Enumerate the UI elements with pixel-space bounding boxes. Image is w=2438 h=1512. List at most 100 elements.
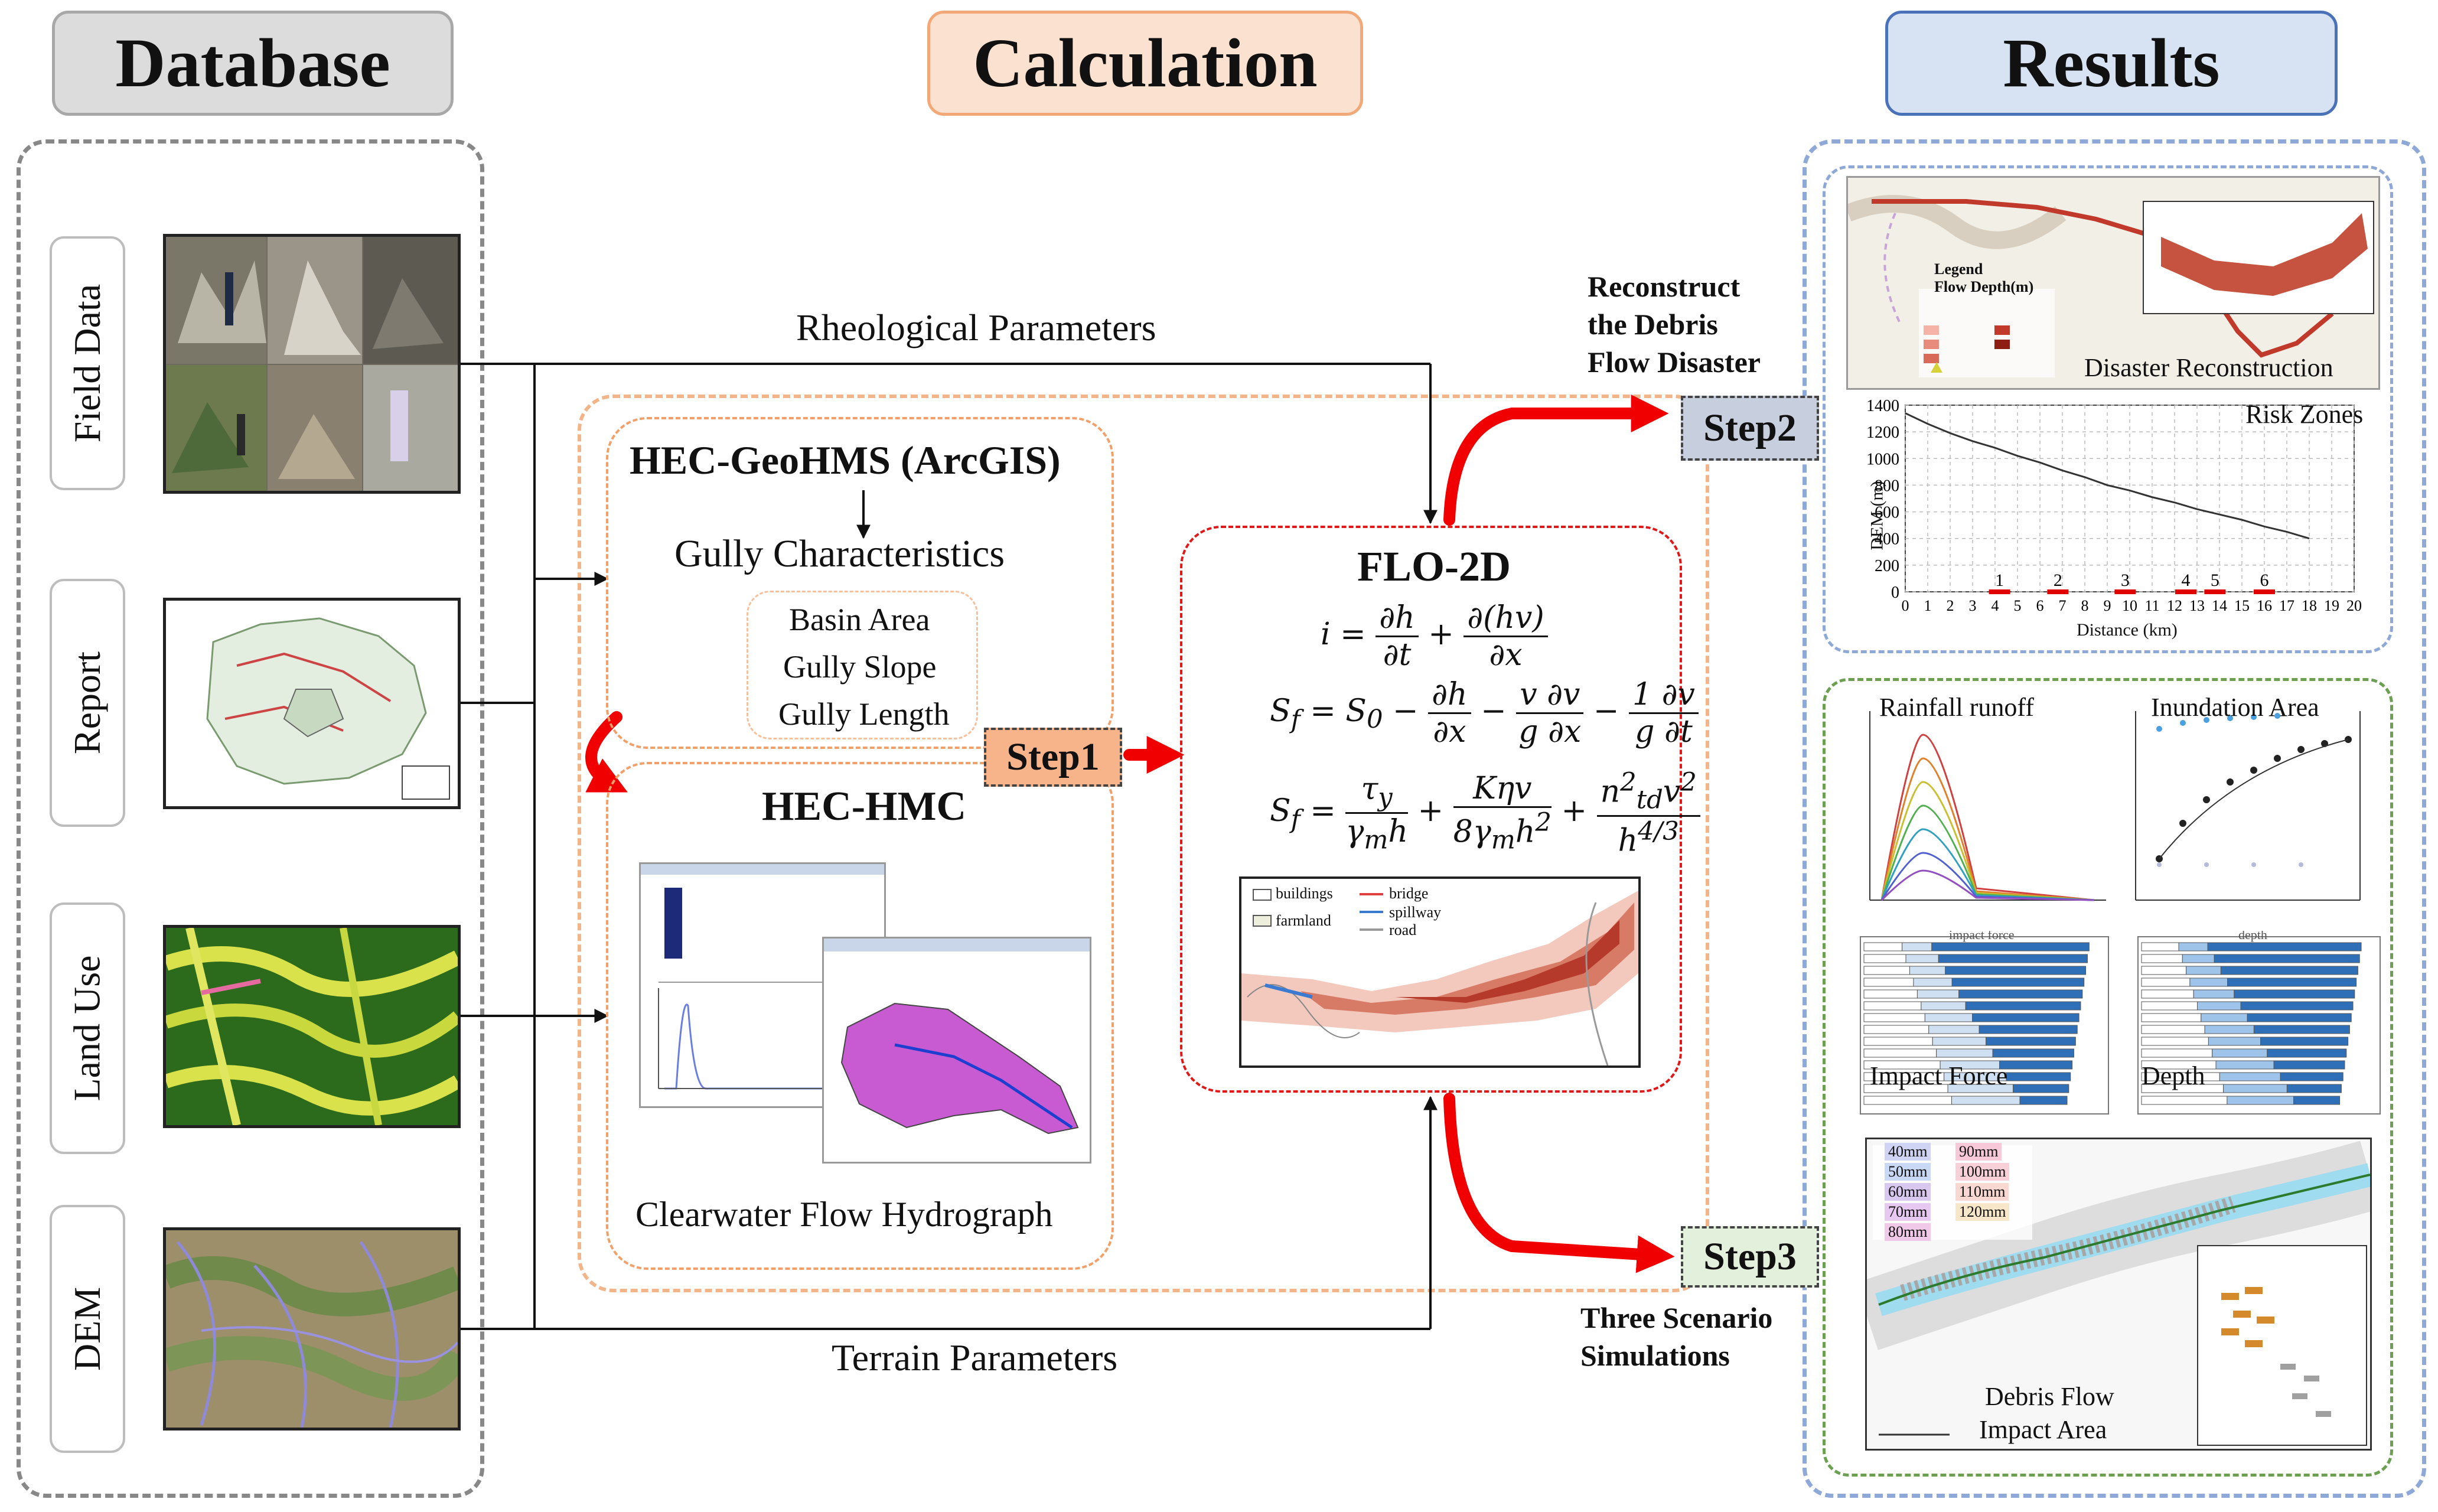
y-tick-label: 1400	[1866, 397, 1899, 415]
stacked-bar-segment	[2219, 1072, 2281, 1081]
stacked-bar-segment	[1863, 1025, 1929, 1034]
risk-zone-number: 2	[2054, 571, 2062, 590]
risk-zones-label: Risk Zones	[2245, 400, 2364, 429]
stacked-bar-segment	[2293, 1096, 2341, 1105]
x-tick-label: 12	[2167, 597, 2182, 614]
stacked-bar-segment	[1945, 966, 2087, 975]
geohms-title: HEC-GeoHMS (ArcGIS)	[630, 438, 1061, 483]
gully-length-label: Gully Length	[778, 696, 950, 732]
x-tick-label: 9	[2104, 597, 2111, 614]
field-data-photos	[163, 234, 461, 494]
stacked-bar-segment	[2141, 989, 2194, 999]
stacked-bar-segment	[2193, 989, 2235, 999]
stacked-bar-segment	[2141, 1013, 2202, 1022]
y-tick-label: 800	[1875, 477, 1899, 495]
stacked-bar-segment	[2260, 1037, 2349, 1046]
rain-legend-110: 110mm	[1955, 1183, 2009, 1201]
y-tick-label: 1000	[1866, 450, 1899, 468]
dem-map	[163, 1227, 461, 1430]
stacked-bar-segment	[2201, 1013, 2248, 1022]
x-tick-label: 5	[2014, 597, 2022, 614]
stacked-bar-segment	[2178, 942, 2208, 951]
disaster-reconstruction-label: Disaster Reconstruction	[2084, 353, 2333, 382]
stacked-bar-segment	[2215, 1060, 2274, 1070]
clearwater-flow-caption: Clearwater Flow Hydrograph	[635, 1195, 1053, 1234]
stacked-bar-segment	[1863, 954, 1906, 963]
risk-zone-number: 1	[1995, 571, 2004, 590]
calculation-header: Calculation	[927, 11, 1363, 116]
step2-tag: Step2	[1681, 396, 1819, 461]
depth-small-title: depth	[2238, 931, 2267, 942]
legend-spillway: spillway	[1389, 904, 1442, 921]
rainfall-runoff-label: Rainfall runoff	[1879, 693, 2034, 722]
x-tick-label: 20	[2346, 597, 2362, 614]
dem-xlabel: Distance (km)	[2077, 620, 2178, 640]
step2-note-line1: Reconstruct	[1588, 270, 1741, 303]
rheological-parameters-label: Rheological Parameters	[796, 307, 1156, 348]
stacked-bar-segment	[1938, 954, 2088, 963]
inundation-area-graphic	[2135, 711, 2361, 901]
stacked-bar-segment	[2273, 1060, 2345, 1070]
stacked-bar-segment	[2141, 1025, 2205, 1034]
stacked-bar-segment	[2141, 1001, 2198, 1011]
stacked-bar-segment	[1902, 942, 1932, 951]
disaster-reconstruction-map: Legend Flow Depth(m) Disaster Reconstruc…	[1846, 176, 2380, 390]
depth-chart: depth Depth	[2120, 931, 2384, 1126]
x-tick-label: 3	[1969, 597, 1977, 614]
risk-zone-number: 6	[2260, 571, 2269, 590]
results-step3-group	[1823, 678, 2393, 1477]
debris-impact-label-2: Impact Area	[1979, 1415, 2107, 1444]
stacked-bar-segment	[1958, 989, 2083, 999]
step3-tag: Step3	[1681, 1226, 1819, 1288]
stacked-bar-segment	[1932, 1037, 1987, 1046]
stacked-bar-segment	[1951, 977, 2085, 987]
terrain-parameters-label: Terrain Parameters	[832, 1337, 1118, 1379]
equation-continuity: i = ∂h∂t + ∂(hv)∂x	[1321, 600, 1548, 673]
hmc-window-basin	[822, 937, 1091, 1164]
stacked-bar-segment	[1921, 1001, 1966, 1011]
field-photo-grid	[166, 237, 458, 491]
stacked-bar-segment	[1916, 989, 1960, 999]
rain-legend-80: 80mm	[1885, 1223, 1931, 1241]
step3-note-line1: Three Scenario	[1580, 1301, 1773, 1334]
stacked-bar-segment	[2212, 1048, 2268, 1058]
step3-note-line2: Simulations	[1580, 1339, 1730, 1372]
gully-slope-label: Gully Slope	[783, 649, 937, 685]
hmc-hydrograph-graphic	[641, 864, 884, 1090]
results-frame	[1803, 139, 2426, 1498]
stacked-bar-segment	[1999, 1060, 2073, 1070]
x-tick-label: 2	[1947, 597, 1954, 614]
stacked-bar-segment	[2186, 966, 2221, 975]
stacked-bar-segment	[2197, 1001, 2241, 1011]
stacked-bar-segment	[1863, 966, 1910, 975]
database-frame	[17, 139, 484, 1498]
legend-road: road	[1389, 921, 1417, 939]
x-tick-label: 11	[2144, 597, 2159, 614]
step2-note-line2: the Debris	[1588, 308, 1718, 341]
stacked-bar-segment	[2220, 966, 2358, 975]
stacked-bar-segment	[1863, 989, 1918, 999]
stacked-bar-segment	[2247, 1013, 2352, 1022]
gully-items-box	[747, 591, 978, 739]
impact-force-small-title: impact force	[1949, 931, 2015, 942]
stacked-bar-segment	[2141, 1037, 2209, 1046]
impact-force-label: Impact Force	[1870, 1061, 2008, 1090]
stacked-bar-segment	[2204, 1025, 2254, 1034]
stacked-bar-segment	[2141, 954, 2183, 963]
dem-ylabel: DEM (m)	[1867, 481, 1887, 550]
rain-legend-90: 90mm	[1955, 1143, 2002, 1161]
x-tick-label: 6	[2036, 597, 2044, 614]
stacked-bar-segment	[2208, 1037, 2261, 1046]
step1-tag: Step1	[984, 728, 1122, 787]
stacked-bar-segment	[2006, 1072, 2071, 1081]
stacked-bar-segment	[1905, 954, 1939, 963]
report-map	[163, 598, 461, 809]
stacked-bar-segment	[1909, 966, 1946, 975]
flo2d-map-graphic	[1241, 879, 1638, 1065]
stacked-bar-segment	[2013, 1084, 2069, 1093]
flo2d-map: buildings farmland bridge spillway road	[1239, 876, 1641, 1068]
legend-farmland: farmland	[1276, 912, 1331, 929]
